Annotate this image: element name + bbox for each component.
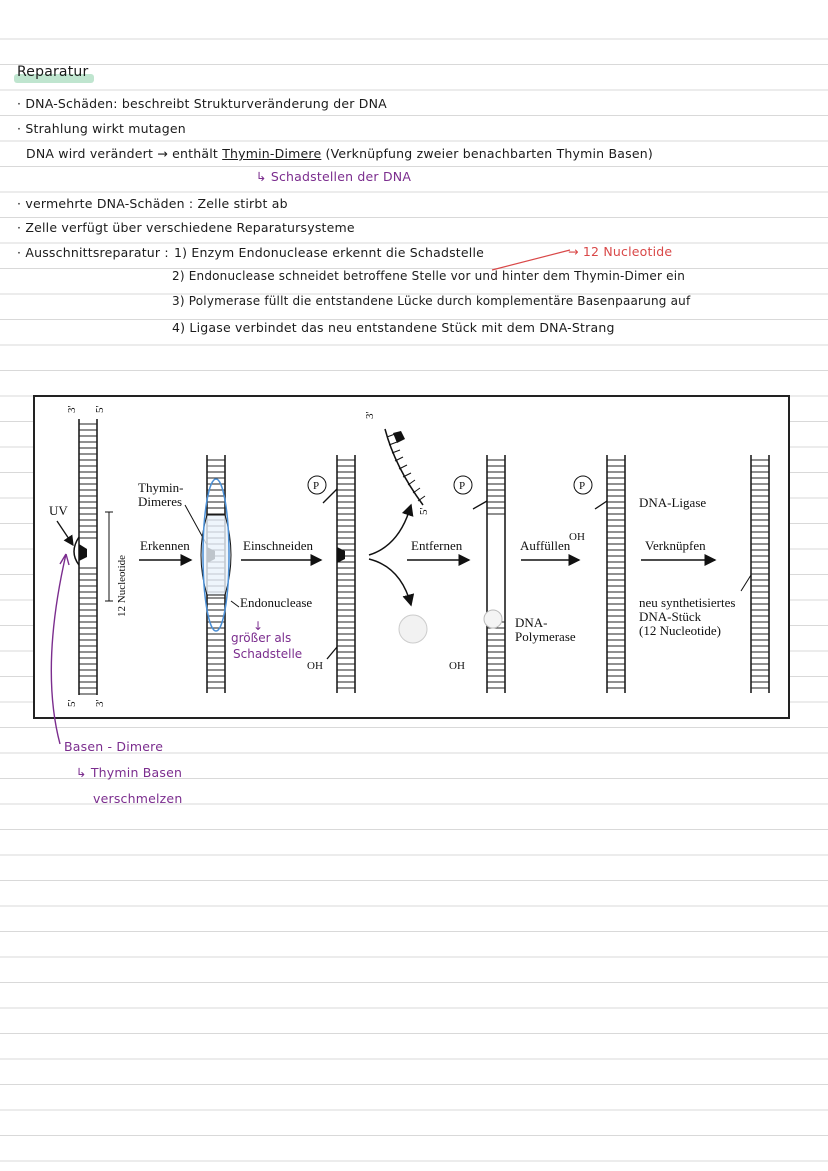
thymin-dimeres-line2: Dimeres bbox=[138, 494, 182, 509]
annotation-larger-than: größer als bbox=[231, 631, 291, 645]
dna-incised: P bbox=[308, 455, 355, 693]
excised-fragment bbox=[385, 429, 425, 505]
page-title: Reparatur bbox=[17, 64, 88, 80]
phosphate-label-2: P bbox=[459, 480, 465, 492]
step-entfernen: Entfernen bbox=[411, 538, 463, 553]
phosphate-label-1: P bbox=[313, 480, 319, 492]
dna-polymerase-line1: DNA- bbox=[515, 615, 548, 630]
repair-step-2: 2) Endonuclease schneidet betroffene Ste… bbox=[172, 269, 685, 283]
prime5-top: 5' bbox=[94, 406, 106, 414]
note-line-radiation: · Strahlung wirkt mutagen bbox=[17, 121, 186, 136]
prime3-bottom: 3' bbox=[94, 700, 106, 708]
footnote-thymine-bases: ↳ Thymin Basen bbox=[76, 765, 182, 780]
thymin-dimeres-line1: Thymin- bbox=[138, 480, 184, 495]
new-dna-line1: neu synthetisiertes bbox=[639, 595, 735, 610]
footnote-fuse: verschmelzen bbox=[93, 791, 182, 806]
diagram-svg: 3' 5' 5' 3' UV 12 Nucleotide Thymin- Dim… bbox=[35, 397, 788, 717]
repair-step-1: 1) Enzym Endonuclease erkennt die Schads… bbox=[174, 245, 484, 260]
annotation-damage-site: Schadstelle bbox=[233, 647, 302, 661]
note-line-cell-death: · vermehrte DNA-Schäden : Zelle stirbt a… bbox=[17, 196, 288, 211]
note-line-repair-systems: · Zelle verfügt über verschiedene Repara… bbox=[17, 220, 355, 235]
dna-gap: P bbox=[454, 455, 505, 693]
dna-polymerase-line2: Polymerase bbox=[515, 629, 576, 644]
note-line-dna-damage: · DNA-Schäden: beschreibt Strukturveränd… bbox=[17, 96, 387, 111]
footnote-base-dimers: Basen - Dimere bbox=[64, 739, 163, 754]
endonuclease-label: Endonuclease bbox=[240, 595, 312, 610]
note-line-thymine-dimer: DNA wird verändert → enthält Thymin-Dime… bbox=[26, 146, 653, 161]
repair-step-4: 4) Ligase verbindet das neu entstandene … bbox=[172, 320, 615, 335]
hydroxyl-label-3: OH bbox=[569, 531, 585, 543]
prime3-top: 3' bbox=[66, 406, 78, 414]
note-line-thymine-dimer-text: DNA wird verändert → enthält bbox=[26, 146, 218, 161]
excision-repair-label: · Ausschnittsreparatur : bbox=[17, 245, 169, 260]
note-damage-sites: ↳ Schadstellen der DNA bbox=[256, 169, 411, 184]
purple-pointer-arrow bbox=[36, 548, 76, 748]
prime3-excised: 3' bbox=[364, 412, 376, 420]
step-auffuellen: Auffüllen bbox=[520, 538, 571, 553]
repair-step-3: 3) Polymerase füllt die entstandene Lück… bbox=[172, 294, 690, 308]
dna-recognition bbox=[201, 455, 231, 693]
prime5-excised: 5' bbox=[418, 508, 430, 516]
dna-with-dimer bbox=[74, 419, 97, 695]
step-verknuepfen: Verknüpfen bbox=[645, 538, 706, 553]
dna-filled: P bbox=[574, 455, 625, 693]
step-erkennen: Erkennen bbox=[140, 538, 190, 553]
hydroxyl-label-2: OH bbox=[449, 660, 465, 672]
hydroxyl-label-1: OH bbox=[307, 660, 323, 672]
new-dna-line3: (12 Nucleotide) bbox=[639, 623, 721, 638]
new-dna-line2: DNA-Stück bbox=[639, 609, 702, 624]
dna-ligase-label: DNA-Ligase bbox=[639, 495, 706, 510]
excision-repair-diagram: 3' 5' 5' 3' UV 12 Nucleotide Thymin- Dim… bbox=[33, 395, 790, 719]
note-line-thymine-dimer-rest: (Verknüpfung zweier benachbarten Thymin … bbox=[326, 146, 653, 161]
phosphate-label-3: P bbox=[579, 480, 585, 492]
dna-repaired bbox=[751, 455, 769, 693]
nucleotide-span-label: 12 Nucleotide bbox=[116, 555, 128, 617]
thymine-dimer-term: Thymin-Dimere bbox=[222, 146, 321, 161]
uv-label: UV bbox=[49, 503, 68, 518]
step-einschneiden: Einschneiden bbox=[243, 538, 314, 553]
